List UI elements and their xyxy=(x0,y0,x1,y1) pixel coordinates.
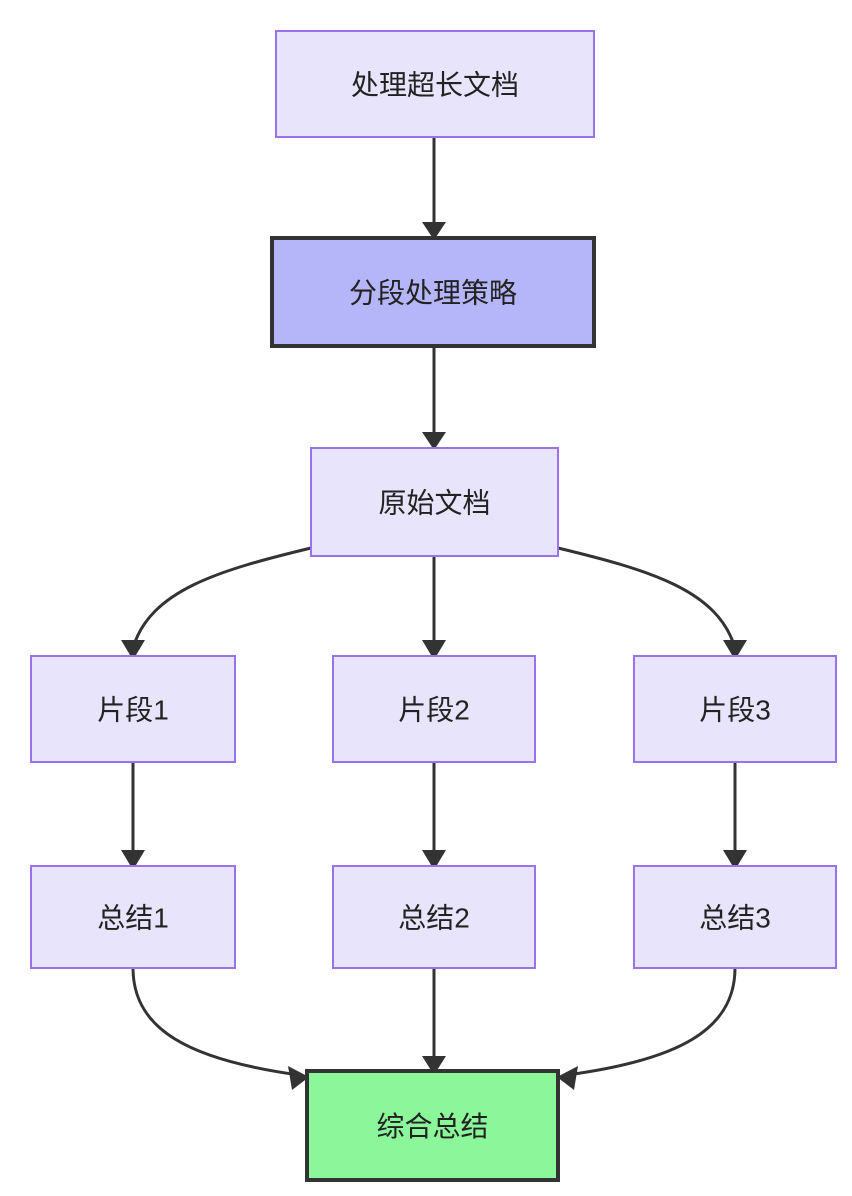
node-box[interactable] xyxy=(30,865,236,969)
node-label: 综合总结 xyxy=(376,1111,488,1142)
edge-source-doc-to-chunk-3 xyxy=(557,546,737,649)
arrowhead xyxy=(723,640,747,660)
node-box[interactable] xyxy=(30,655,236,763)
node-label: 片段2 xyxy=(398,695,470,726)
node-doc-root[interactable]: 处理超长文档 xyxy=(275,30,595,138)
node-source-doc[interactable]: 原始文档 xyxy=(310,447,559,557)
arrowhead xyxy=(422,222,446,240)
node-summary-2[interactable]: 总结2 xyxy=(332,865,536,969)
node-label: 总结2 xyxy=(398,903,470,934)
node-strategy[interactable]: 分段处理策略 xyxy=(270,236,596,348)
node-chunk-3[interactable]: 片段3 xyxy=(633,655,837,763)
edge-summary-1-to-final-summary xyxy=(131,967,300,1077)
node-box[interactable] xyxy=(275,30,595,138)
node-label: 片段1 xyxy=(97,695,169,726)
arrowhead xyxy=(723,850,747,870)
arrowhead xyxy=(121,640,145,660)
node-label: 总结3 xyxy=(699,903,771,934)
arrowhead xyxy=(422,432,446,450)
edge-summary-3-to-final-summary xyxy=(566,967,737,1077)
node-box[interactable] xyxy=(270,236,596,348)
arrowhead xyxy=(422,1056,446,1075)
edge-source-doc-to-chunk-1 xyxy=(131,546,312,649)
node-label: 片段3 xyxy=(699,695,771,726)
node-summary-3[interactable]: 总结3 xyxy=(633,865,837,969)
arrowhead xyxy=(288,1066,309,1090)
arrowhead xyxy=(422,850,446,870)
node-summary-1[interactable]: 总结1 xyxy=(30,865,236,969)
node-label: 总结1 xyxy=(97,903,169,934)
node-chunk-1[interactable]: 片段1 xyxy=(30,655,236,763)
node-final-summary[interactable]: 综合总结 xyxy=(305,1069,560,1182)
node-label: 分段处理策略 xyxy=(349,278,517,309)
arrowhead xyxy=(121,850,145,870)
node-box[interactable] xyxy=(332,865,536,969)
node-label: 处理超长文档 xyxy=(351,70,519,101)
arrowhead xyxy=(422,640,446,660)
node-label: 原始文档 xyxy=(378,488,490,519)
node-box[interactable] xyxy=(633,865,837,969)
node-box[interactable] xyxy=(305,1069,560,1182)
node-box[interactable] xyxy=(310,447,559,557)
edge-layer xyxy=(131,137,737,1077)
node-box[interactable] xyxy=(332,655,536,763)
arrowhead-layer xyxy=(121,222,747,1090)
arrowhead xyxy=(557,1066,578,1090)
node-box[interactable] xyxy=(633,655,837,763)
node-chunk-2[interactable]: 片段2 xyxy=(332,655,536,763)
